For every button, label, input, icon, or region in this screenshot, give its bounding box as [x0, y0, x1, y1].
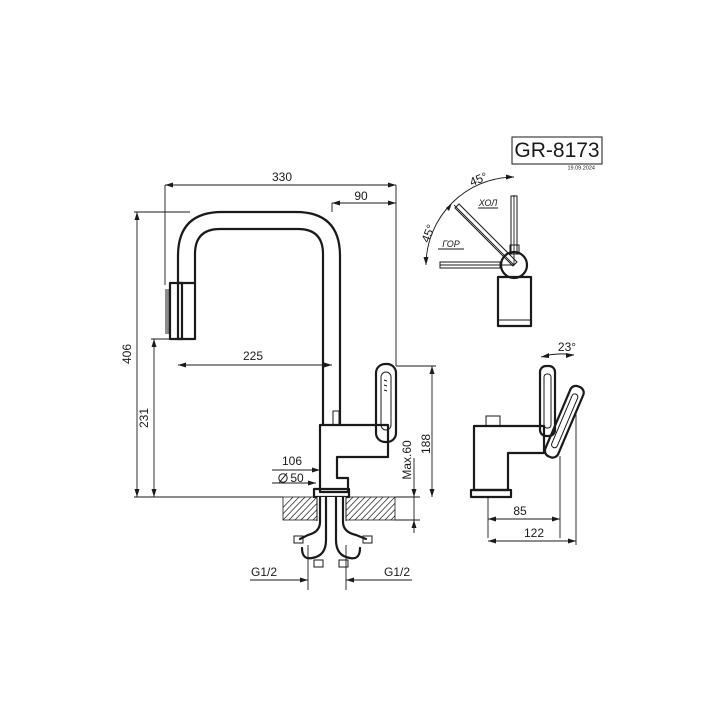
deck-hatch-line	[360, 497, 384, 520]
deck-hatch-line	[408, 496, 432, 521]
supply-hoses	[293, 495, 373, 590]
deck-hatch-line	[283, 497, 306, 520]
angle-hot: 45°	[418, 222, 438, 244]
dim-side-total-depth: 122	[524, 526, 544, 540]
label-hot: ГОР	[442, 239, 460, 249]
lever-center-position	[510, 195, 518, 255]
dim-total-width: 330	[272, 170, 292, 184]
deck-hatch-line	[384, 509, 395, 520]
model-number: GR-8173	[514, 139, 599, 162]
deck-hatch-line	[396, 496, 420, 521]
dim-spout-height: 231	[137, 408, 151, 428]
front-dimensions: 330 90 225 406 231 106 50	[120, 170, 436, 583]
dim-base-width: 106	[282, 454, 302, 468]
deck-hatch-line	[354, 497, 378, 520]
side-view-body	[472, 424, 546, 492]
connection-left: G1/2	[251, 565, 277, 579]
title-block: GR-8173 19.09.2024	[511, 136, 603, 172]
deck-hatch-line	[366, 497, 390, 520]
deck-hatch-line	[378, 502, 395, 520]
dim-body-height: 188	[419, 434, 433, 454]
title-frame	[511, 136, 603, 165]
label-cold: ХОЛ	[478, 198, 498, 208]
spout-outer	[176, 210, 342, 427]
lever-cold-position	[454, 203, 518, 267]
dim-side-body-width: 85	[513, 504, 527, 518]
spray-head-body	[176, 281, 197, 341]
lever-hot-position	[439, 261, 501, 269]
deck-hatch-line	[414, 496, 438, 521]
lever-handle	[374, 362, 398, 444]
deck-hatch-line	[372, 497, 395, 520]
side-view: 23° 85 122	[469, 340, 585, 545]
deck-hatch-line	[390, 515, 395, 520]
side-lever-open	[543, 384, 585, 459]
deck-hatch-line	[288, 497, 312, 520]
dim-spout-reach: 225	[243, 349, 263, 363]
top-view: 45° 45° ХОЛ ГОР	[418, 169, 533, 328]
faucet-front-view	[165, 210, 398, 499]
drawing-date: 19.09.2024	[567, 166, 595, 172]
side-lever-closed	[538, 364, 557, 438]
angle-cold: 45°	[467, 169, 489, 189]
side-lever-angle: 23°	[558, 340, 576, 354]
deck-hatch-line	[294, 497, 318, 520]
mounting-deck	[282, 496, 438, 521]
deck-hatch-line	[283, 497, 294, 508]
side-view-base	[469, 488, 513, 499]
spout-inner	[193, 227, 325, 427]
deck-hatch-line	[283, 497, 300, 515]
connection-right: G1/2	[384, 565, 410, 579]
dim-total-height: 406	[120, 344, 134, 364]
faucet-body	[318, 423, 390, 494]
dim-hole-diameter: 50	[290, 471, 304, 485]
dim-spout-offset: 90	[354, 189, 368, 203]
top-view-body	[496, 275, 533, 328]
dim-max-deck-thickness: Max.60	[400, 440, 414, 480]
deck-hatch-line	[348, 497, 372, 520]
spray-head	[168, 281, 184, 341]
